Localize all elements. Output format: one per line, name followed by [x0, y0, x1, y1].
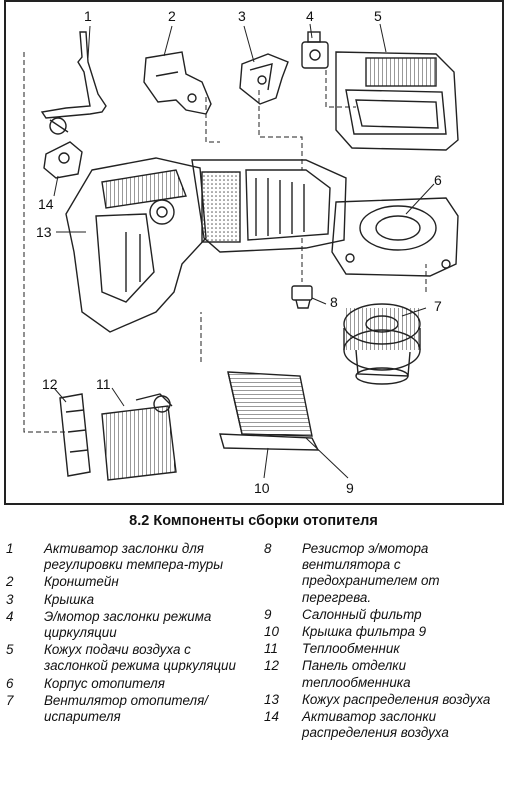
blower-resistor-part: [291, 285, 313, 309]
legend-text: Резистор э/мотора вентилятора с предохра…: [302, 541, 440, 605]
legend-number: 13: [264, 691, 279, 707]
figure-caption: 8.2 Компоненты сборки отопителя: [129, 513, 378, 529]
legend-item: 6 Корпус отопителя: [6, 676, 256, 692]
legend-item: 8 Резистор э/мотора вентилятора с предохр…: [264, 541, 504, 606]
heater-body-part: [191, 159, 459, 277]
blower-fan-part: [343, 303, 421, 385]
legend-number: 4: [6, 608, 14, 624]
exploded-view-figure: 1 2 3 4 5 6 7 8 9 10 11 12 13 14: [4, 0, 504, 505]
legend-item: 7 Вентилятор отопителя/ испарителя: [6, 693, 256, 725]
legend-item: 2 Кронштейн: [6, 574, 256, 590]
legend-number: 5: [6, 642, 14, 658]
callout-14: 14: [38, 196, 54, 212]
legend-number: 2: [6, 574, 14, 590]
cover-part: [239, 53, 289, 105]
callout-1: 1: [84, 8, 92, 24]
callout-9: 9: [346, 480, 354, 496]
legend-text: Крышка: [44, 591, 95, 607]
legend-text: Салонный фильтр: [302, 606, 422, 622]
callout-6: 6: [434, 172, 442, 188]
callout-4: 4: [306, 8, 314, 24]
callout-2: 2: [168, 8, 176, 24]
legend-text: Крышка фильтра 9: [302, 624, 427, 640]
legend-number: 6: [6, 675, 14, 691]
legend-number: 11: [264, 641, 278, 657]
callout-12: 12: [42, 376, 58, 392]
legend-item: 11 Теплообменник: [264, 641, 504, 657]
legend-item: 9 Салонный фильтр: [264, 607, 504, 623]
legend-text: Кожух подачи воздуха с заслонкой режима …: [44, 642, 236, 674]
trim-panel-part: [59, 393, 91, 477]
legend-number: 8: [264, 541, 272, 556]
legend-text: Э/мотор заслонки режима циркуляции: [44, 608, 212, 641]
cabin-filter-part: [227, 371, 313, 437]
air-supply-housing-part: [335, 51, 459, 151]
actuator-lever-part: [40, 31, 107, 135]
legend-number: 10: [264, 624, 279, 640]
legend-text: Вентилятор отопителя/ испарителя: [44, 692, 208, 725]
callout-8: 8: [330, 294, 338, 310]
legend-item: 13 Кожух распределения воздуха: [264, 692, 504, 708]
callout-11: 11: [96, 376, 111, 392]
heater-assembly-drawing: [23, 23, 459, 481]
legend-text: Теплообменник: [302, 641, 400, 657]
legend-number: 9: [264, 606, 272, 622]
callout-13: 13: [36, 224, 52, 240]
legend-left-column: 1 Активатор заслонки для регулировки темп…: [6, 541, 256, 726]
circulation-motor-part: [301, 31, 329, 69]
legend-item: 1 Активатор заслонки для регулировки темп…: [6, 541, 256, 573]
legend-number: 14: [264, 709, 279, 725]
legend-text: Кронштейн: [44, 574, 119, 590]
callout-10: 10: [254, 480, 270, 496]
legend-item: 3 Крышка: [6, 592, 256, 608]
legend-number: 1: [6, 541, 14, 556]
distribution-actuator-part: [43, 141, 83, 179]
legend-number: 7: [6, 692, 14, 708]
legend-right-column: 8 Резистор э/мотора вентилятора с предохр…: [264, 541, 504, 742]
legend-item: 10 Крышка фильтра 9: [264, 624, 504, 640]
legend-text: Корпус отопителя: [44, 675, 165, 691]
legend-text: Активатор заслонки распределения воздуха: [302, 709, 449, 741]
legend-item: 12 Панель отделки теплообменника: [264, 658, 504, 690]
legend-text: Активатор заслонки для регулировки темпе…: [44, 541, 224, 573]
callout-7: 7: [434, 298, 442, 314]
legend-item: 14 Активатор заслонки распределения возду…: [264, 709, 504, 741]
legend-item: 4 Э/мотор заслонки режима циркуляции: [6, 609, 256, 641]
legend-item: 5 Кожух подачи воздуха с заслонкой режима…: [6, 642, 256, 674]
heat-exchanger-part: [101, 393, 177, 481]
air-distribution-housing-part: [65, 157, 207, 333]
legend-text: Кожух распределения воздуха: [302, 691, 491, 707]
legend-number: 3: [6, 591, 14, 607]
callout-3: 3: [238, 8, 246, 24]
bracket-part: [143, 51, 212, 115]
callout-5: 5: [374, 8, 382, 24]
legend-text: Панель отделки теплообменника: [302, 658, 411, 690]
legend-number: 12: [264, 658, 279, 674]
